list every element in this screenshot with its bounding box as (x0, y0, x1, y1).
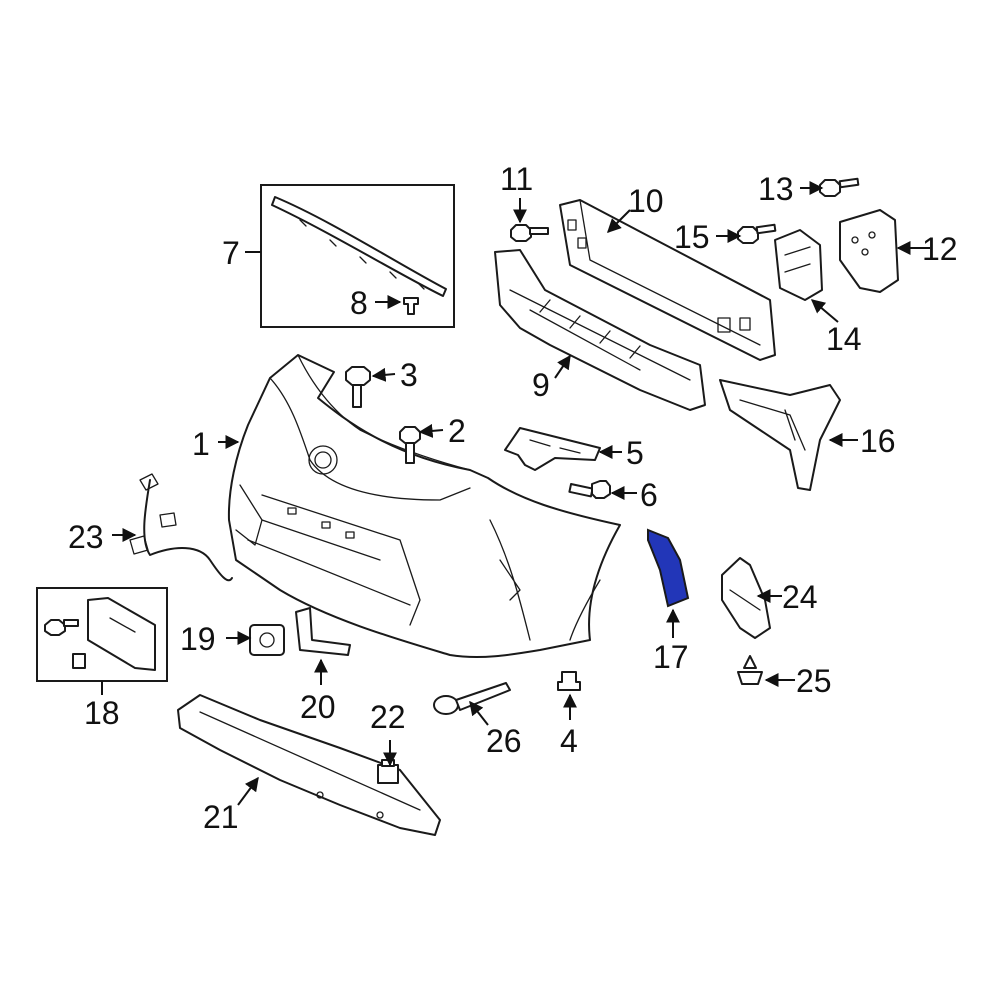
callout-10: 10 (628, 183, 664, 219)
part-19-sensor[interactable] (249, 624, 285, 656)
molding-inset-box (260, 184, 455, 328)
part-24-bracket[interactable] (721, 557, 771, 639)
part-18-license-bracket[interactable] (44, 597, 156, 671)
callout-24: 24 (782, 579, 818, 615)
part-12-bracket[interactable] (839, 209, 899, 293)
part-13-bolt[interactable] (819, 177, 860, 197)
part-8-clip[interactable] (403, 297, 419, 315)
part-20-bracket[interactable] (295, 607, 351, 656)
callout-20: 20 (300, 689, 336, 725)
part-21-under-cover[interactable] (177, 694, 441, 836)
part-23-wire-harness[interactable] (129, 473, 233, 582)
leader-lines (101, 181, 930, 806)
part-11-bolt[interactable] (510, 224, 549, 242)
callout-17: 17 (653, 639, 689, 675)
callout-26: 26 (486, 723, 522, 759)
callout-7: 7 (222, 235, 240, 271)
callout-12: 12 (922, 231, 958, 267)
part-9-energy-absorber[interactable] (494, 249, 706, 411)
part-14-bracket[interactable] (774, 229, 823, 301)
callout-16: 16 (860, 423, 896, 459)
callout-21: 21 (203, 799, 239, 835)
callout-1: 1 (192, 426, 210, 462)
part-3-bolt[interactable] (345, 366, 371, 408)
part-10-reinforcement[interactable] (559, 199, 776, 361)
callout-15: 15 (674, 219, 710, 255)
callout-5: 5 (626, 435, 644, 471)
part-6-bolt[interactable] (568, 480, 611, 499)
part-2-bolt[interactable] (399, 426, 421, 464)
callout-23: 23 (68, 519, 104, 555)
callout-9: 9 (532, 367, 550, 403)
callout-3: 3 (400, 357, 418, 393)
callout-4: 4 (560, 723, 578, 759)
callout-2: 2 (448, 413, 466, 449)
part-4-fastener[interactable] (557, 671, 581, 691)
callout-14: 14 (826, 321, 862, 357)
callout-6: 6 (640, 477, 658, 513)
part-26-tow-eye[interactable] (433, 682, 511, 715)
part-15-bolt[interactable] (737, 223, 777, 244)
part-5-bracket[interactable] (504, 427, 601, 471)
part-25-clip[interactable] (737, 655, 763, 685)
callout-11: 11 (500, 161, 533, 197)
callout-25: 25 (796, 663, 832, 699)
part-22-clip[interactable] (377, 759, 399, 784)
part-17-retainer[interactable] (647, 528, 690, 608)
callout-13: 13 (758, 171, 794, 207)
part-7-molding[interactable] (271, 196, 447, 297)
part-16-side-bracket[interactable] (719, 379, 841, 491)
callout-18: 18 (84, 695, 120, 731)
part-1-bumper-cover[interactable] (227, 354, 621, 659)
callout-8: 8 (350, 285, 368, 321)
part-17-highlight (647, 528, 690, 608)
callout-22: 22 (370, 699, 406, 735)
callout-19: 19 (180, 621, 216, 657)
callout-labels: 1 2 3 4 5 6 7 8 9 10 11 12 13 14 15 16 1… (68, 161, 958, 835)
